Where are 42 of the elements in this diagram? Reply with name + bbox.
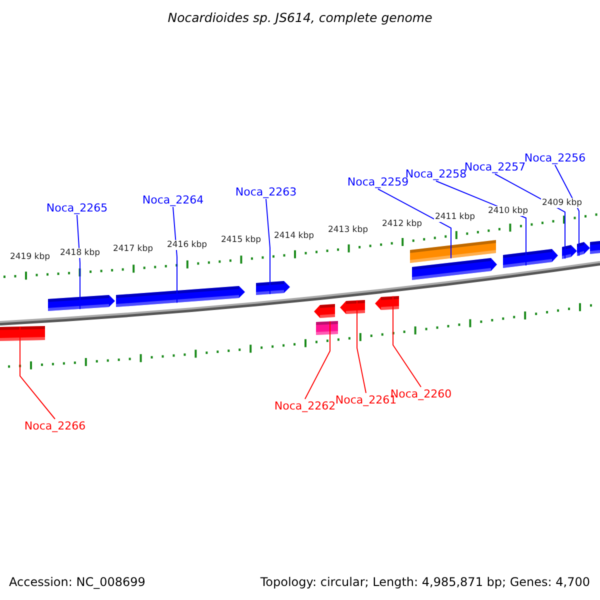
leader-line xyxy=(172,206,178,304)
leader-line xyxy=(392,296,422,388)
scale-label: 2409 kbp xyxy=(540,198,584,208)
leader-line xyxy=(20,326,56,420)
title: Nocardioides sp. JS614, complete genome xyxy=(166,10,434,25)
gene-feature xyxy=(340,300,365,314)
scale-label: 2417 kbp xyxy=(112,244,154,254)
scale-label: 2415 kbp xyxy=(220,235,262,245)
gene-label: Noca_2265 xyxy=(46,202,108,214)
scale-label: 2412 kbp xyxy=(380,219,424,229)
gene-feature xyxy=(412,258,497,280)
gene-feature xyxy=(577,242,590,256)
gene-label: Noca_2256 xyxy=(524,152,586,164)
scale-label: 2413 kbp xyxy=(326,225,370,235)
gene-label: Noca_2264 xyxy=(142,194,204,206)
scale-label: 2416 kbp xyxy=(166,240,208,250)
gene-bar xyxy=(316,321,338,335)
gene-bar xyxy=(590,241,600,254)
leader-line xyxy=(378,188,452,259)
gene-label: Noca_2266 xyxy=(24,420,86,432)
scale-label: 2410 kbp xyxy=(486,206,530,216)
gene-feature xyxy=(562,245,577,259)
gene-feature xyxy=(503,249,558,268)
leader-line xyxy=(356,300,366,394)
gene-feature xyxy=(48,295,115,311)
leader-line xyxy=(266,198,270,295)
gene-feature xyxy=(314,304,335,318)
footer-text: Topology: circular; Length: 4,985,871 bp; Genes: 4,700 xyxy=(260,575,590,589)
gene-label: Noca_2257 xyxy=(464,160,526,174)
gene-bar xyxy=(410,240,496,263)
scale-label: 2419 kbp xyxy=(8,252,52,262)
leader-line xyxy=(76,214,80,310)
gene-bar xyxy=(0,326,45,341)
gene-feature xyxy=(256,281,290,295)
footer-text: Accession: NC_008699 xyxy=(9,575,146,589)
leader-line xyxy=(554,164,580,256)
gene-label: Noca_2262 xyxy=(274,400,336,412)
gene-label: Noca_2263 xyxy=(235,186,297,198)
scale-label: 2418 kbp xyxy=(58,248,102,258)
scale-label: 2411 kbp xyxy=(434,212,476,222)
gene-feature xyxy=(375,296,399,310)
scale-label: 2414 kbp xyxy=(272,231,316,241)
